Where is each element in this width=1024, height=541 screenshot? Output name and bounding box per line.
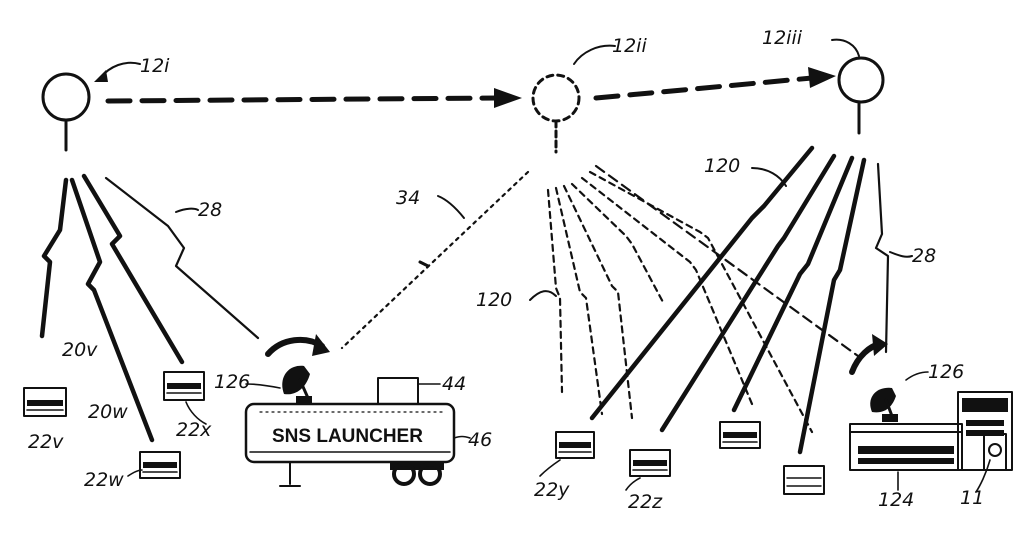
terminal-22w-label: 22w — [84, 469, 124, 491]
terminal-22z-leader — [625, 477, 641, 491]
terminal-22x-label: 22x — [176, 419, 212, 441]
link-34-label: 34 — [396, 187, 420, 209]
ground-station-building — [849, 391, 1013, 471]
downlink-20v — [39, 177, 69, 339]
launcher-title: SNS LAUNCHER — [272, 426, 423, 447]
link-28-left-label: 28 — [198, 199, 222, 221]
terminal-22w — [139, 451, 181, 479]
terminal-22w-leader — [127, 469, 143, 477]
station-rotation-arrow-icon — [849, 334, 888, 375]
link-28-right-label: 28 — [912, 245, 936, 267]
orbit-arrow-2 — [593, 67, 836, 101]
middle-beam-bundle — [546, 164, 860, 434]
downlink-28-right — [874, 162, 890, 354]
middle-bundle-label: 120 — [476, 289, 512, 311]
satellite-12ii-label: 12ii — [612, 35, 647, 57]
sns-launcher-trailer: SNS LAUNCHER — [244, 377, 456, 487]
downlink-22x — [81, 173, 185, 365]
trailer-46-leader — [453, 435, 471, 439]
right-beam-bundle — [589, 145, 867, 455]
link-34 — [340, 170, 530, 350]
link-28-left-callout: 28 — [175, 199, 222, 221]
downlink-20w — [69, 177, 155, 443]
trailer-46-label: 46 — [468, 429, 492, 451]
terminal-22x — [163, 371, 205, 401]
uplink-20w-label: 20w — [88, 401, 128, 423]
right-bundle-callout: 120 — [704, 155, 787, 187]
satellite-12iii-callout: 12iii — [762, 27, 860, 57]
satellite-12i-callout: 12i — [94, 55, 170, 82]
satellite-12iii-label: 12iii — [762, 27, 803, 49]
satellite-12ii-callout: 12ii — [573, 35, 647, 65]
station-dish-icon — [870, 387, 898, 422]
door-11-label: 11 — [960, 487, 984, 509]
terminal-22y-label: 22y — [534, 479, 570, 501]
satellite-12i-label: 12i — [140, 55, 170, 77]
terminal-22v-label: 22v — [28, 431, 64, 453]
satellite-12i — [41, 72, 91, 152]
downlink-28-left — [104, 176, 260, 340]
middle-bundle-callout: 120 — [476, 289, 557, 311]
launcher-rotation-arrow-icon — [265, 334, 330, 357]
launcher-dish-icon — [282, 365, 312, 404]
launcher-dish-label: 126 — [214, 371, 250, 393]
satellite-12iii — [837, 56, 885, 135]
building-124-label: 124 — [878, 489, 914, 511]
box-44-label: 44 — [442, 373, 466, 395]
terminal-22z-label: 22z — [628, 491, 663, 513]
station-dish-leader — [905, 371, 929, 381]
terminal-unlabeled-2 — [783, 465, 825, 495]
link-28-right-callout: 28 — [889, 245, 936, 267]
terminal-22z — [629, 449, 671, 477]
station-dish-label: 126 — [928, 361, 964, 383]
terminal-22y — [555, 431, 595, 459]
door-11-leader — [975, 459, 991, 493]
terminal-22x-leader — [185, 401, 207, 425]
terminal-22y-leader — [539, 459, 561, 477]
satellite-12ii — [531, 73, 581, 154]
uplink-20v-label: 20v — [62, 339, 98, 361]
terminal-22v — [23, 387, 67, 417]
right-bundle-label: 120 — [704, 155, 740, 177]
orbit-arrow-1 — [105, 88, 522, 108]
terminal-unlabeled-1 — [719, 421, 761, 449]
launcher-dish-leader — [245, 383, 281, 389]
link-34-callout: 34 — [396, 187, 465, 219]
